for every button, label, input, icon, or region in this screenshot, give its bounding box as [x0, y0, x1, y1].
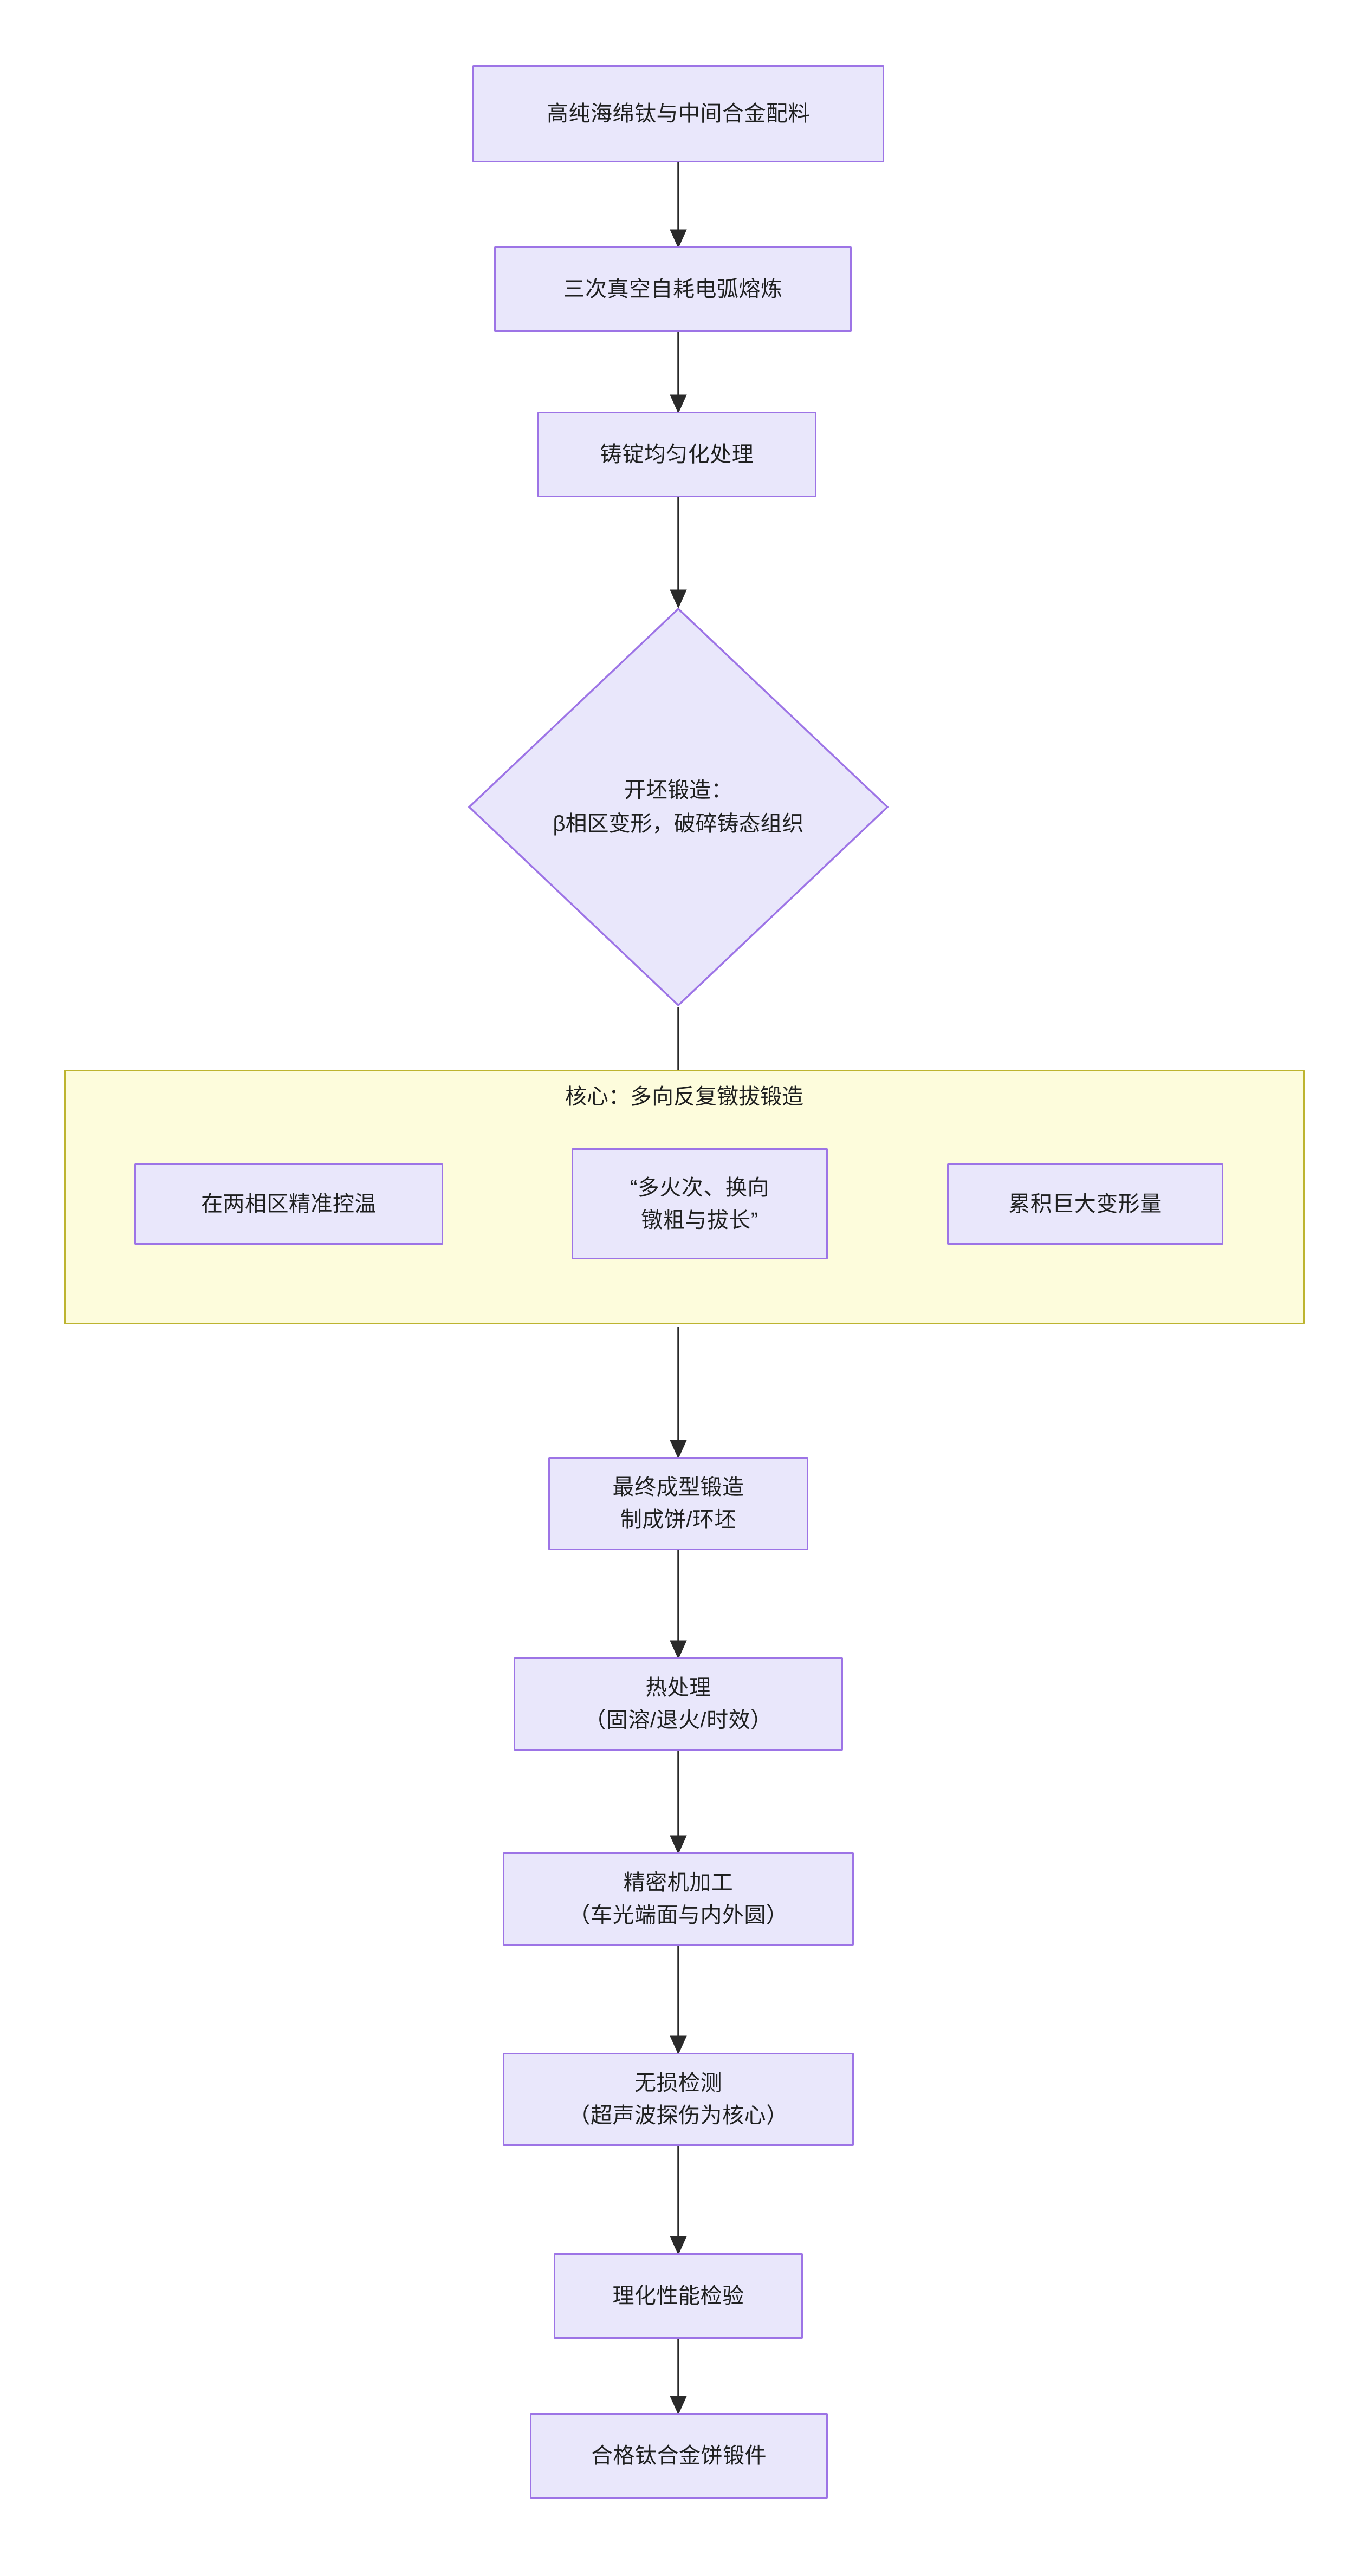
- node-label: 最终成型锻造 制成饼/环坯: [612, 1475, 744, 1532]
- node-precision-machining[interactable]: 精密机加工 （车光端面与内外圆）: [503, 1852, 854, 1946]
- cluster-title: 核心：多向反复镦拔锻造: [565, 1085, 803, 1109]
- node-multi-heat-upsetting-drawing[interactable]: “多火次、换向 镦粗与拔长”: [572, 1148, 828, 1259]
- node-label: 无损检测 （超声波探伤为核心）: [568, 2071, 788, 2128]
- node-label: 铸锭均匀化处理: [600, 443, 754, 466]
- node-raw-material[interactable]: 高纯海绵钛与中间合金配料: [472, 65, 884, 162]
- node-qualified-titanium-forging[interactable]: 合格钛合金饼锻件: [530, 2413, 828, 2499]
- node-accumulated-deformation[interactable]: 累积巨大变形量: [947, 1163, 1223, 1245]
- node-cogging-forging[interactable]: 开坯锻造： β相区变形，破碎铸态组织: [467, 607, 890, 1007]
- node-label: 合格钛合金饼锻件: [591, 2444, 767, 2468]
- node-label: 在两相区精准控温: [201, 1192, 377, 1216]
- diamond-shape-icon: [468, 607, 889, 1007]
- node-label: 高纯海绵钛与中间合金配料: [547, 102, 810, 126]
- node-final-forming-forging[interactable]: 最终成型锻造 制成饼/环坯: [548, 1457, 808, 1550]
- node-heat-treatment[interactable]: 热处理 （固溶/退火/时效）: [514, 1657, 843, 1751]
- node-label: 理化性能检验: [612, 2284, 744, 2308]
- node-label: “多火次、换向 镦粗与拔长”: [630, 1175, 769, 1232]
- node-ingot-homogenization[interactable]: 铸锭均匀化处理: [537, 412, 816, 497]
- node-vacuum-arc-melting[interactable]: 三次真空自耗电弧熔炼: [494, 246, 852, 332]
- node-physical-chemical-inspection[interactable]: 理化性能检验: [554, 2253, 803, 2339]
- node-label: 精密机加工 （车光端面与内外圆）: [568, 1871, 788, 1927]
- node-label: 累积巨大变形量: [1008, 1192, 1162, 1216]
- node-label: 热处理 （固溶/退火/时效）: [584, 1676, 773, 1732]
- node-nondestructive-testing[interactable]: 无损检测 （超声波探伤为核心）: [503, 2053, 854, 2146]
- node-label: 三次真空自耗电弧熔炼: [563, 277, 783, 301]
- node-two-phase-temperature-control[interactable]: 在两相区精准控温: [134, 1163, 443, 1245]
